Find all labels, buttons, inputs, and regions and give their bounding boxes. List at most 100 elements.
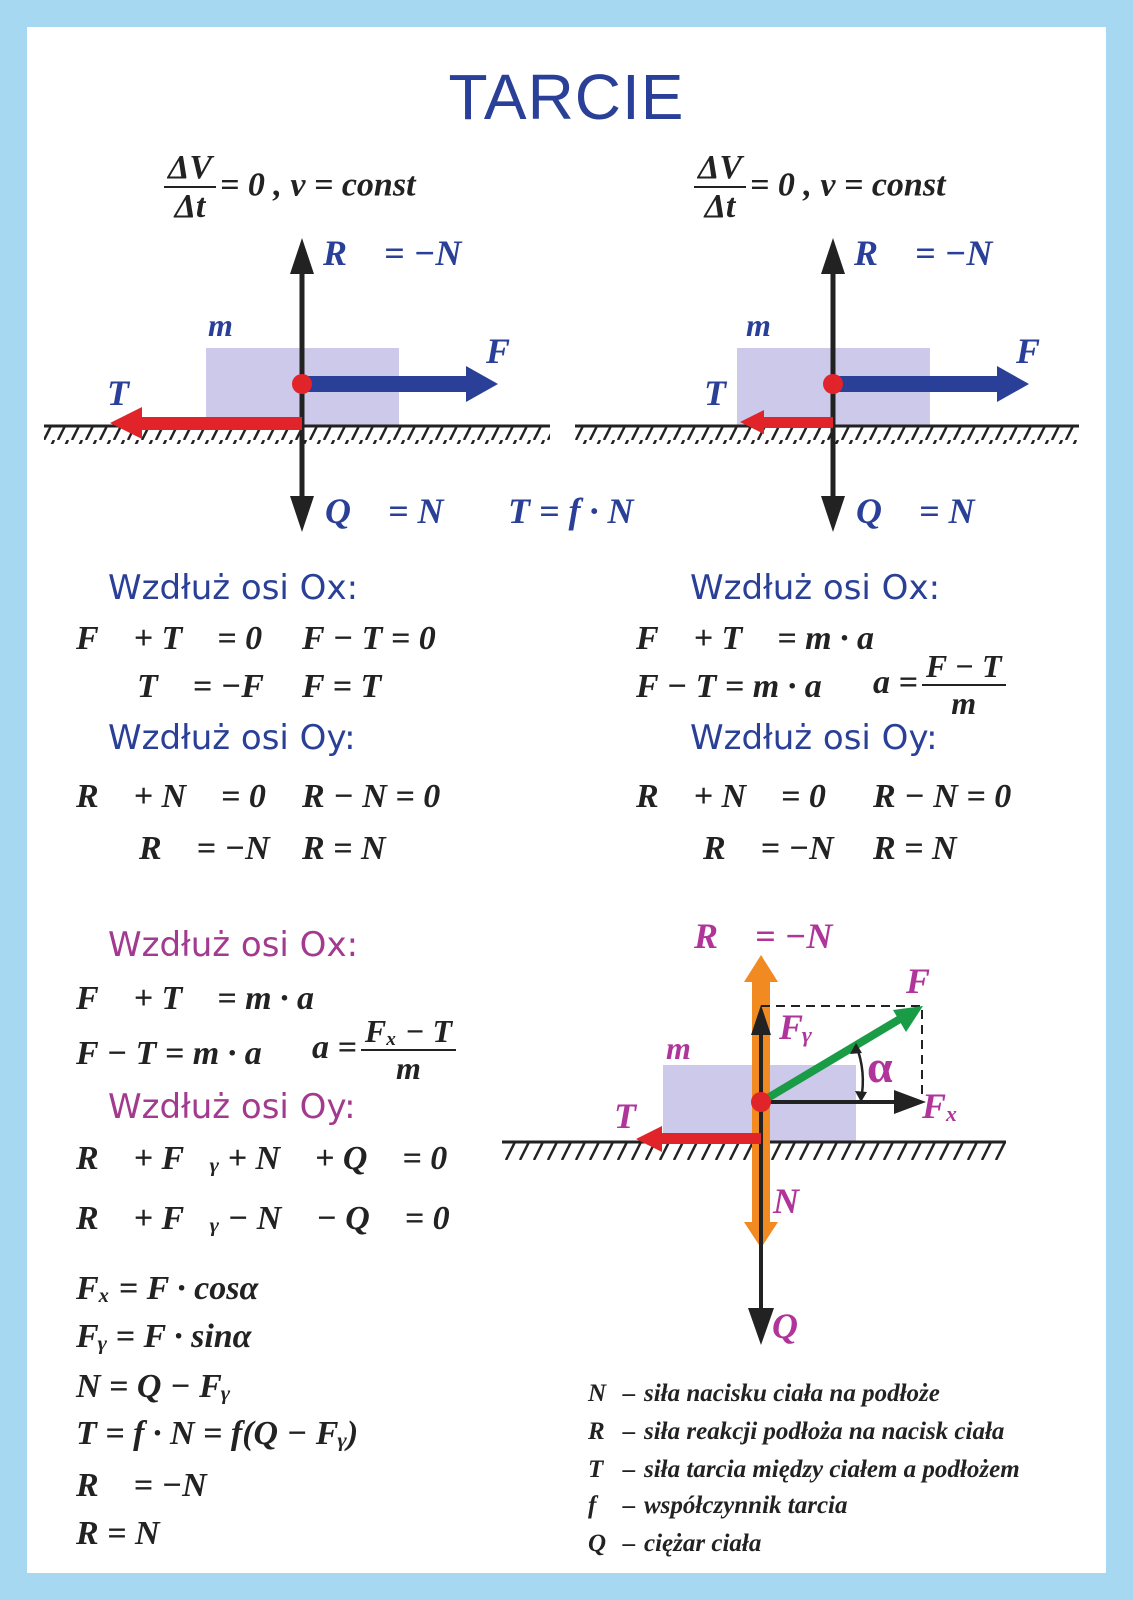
poster-sheet: [27, 27, 1106, 1573]
equation: N = Q − Fᵧ: [76, 1368, 231, 1405]
equation: T⃗ = −F⃗: [137, 668, 291, 705]
center-point: [751, 1092, 771, 1112]
a-numerator: F − T: [921, 649, 1006, 686]
equation: R − N = 0: [873, 778, 1012, 815]
a-equals: a =: [873, 664, 918, 702]
equation: F = T: [302, 668, 382, 705]
page-title: TARCIE: [448, 61, 685, 133]
friction-T-arrow: [660, 1133, 761, 1144]
legend-text: ciężar ciała: [644, 1530, 762, 1557]
equation: R = N: [76, 1515, 160, 1552]
center-point: [823, 374, 843, 394]
legend-symbol: N⃗: [588, 1380, 626, 1407]
label-N: N⃗: [773, 1181, 827, 1221]
label-F: F⃗: [486, 331, 539, 371]
friction-T-head: [636, 1126, 662, 1152]
friction-T-arrow: [138, 417, 302, 430]
legend-text: siła nacisku ciała na podłoże: [644, 1380, 940, 1407]
heading-oy: Wzdłuż osi Oy:: [108, 718, 356, 758]
Fx-head: [894, 1090, 926, 1114]
cond-denominator: Δt: [174, 187, 206, 225]
equation: R⃗ + F⃗ᵧ + N⃗ + Q⃗ = 0: [76, 1140, 448, 1177]
a-denominator: m: [396, 1049, 421, 1086]
friction-T-head: [110, 407, 142, 439]
cond-denominator: Δt: [704, 187, 736, 225]
force-F-head: [997, 366, 1029, 402]
Q-head: [748, 1308, 774, 1345]
diagram-inclined-force: [502, 955, 1006, 1345]
equation: R⃗ + F⃗ᵧ − N⃗ − Q⃗ = 0: [76, 1200, 450, 1237]
heading-ox: Wzdłuż osi Ox:: [108, 925, 359, 965]
cond-rest: = 0 , v = const: [220, 166, 416, 204]
heading-oy: Wzdłuż osi Oy:: [108, 1087, 356, 1127]
label-Q: Q⃗: [772, 1306, 826, 1346]
equation: Fᵧ = F · sinα: [76, 1318, 252, 1355]
label-F: F⃗: [906, 961, 959, 1001]
heading-ox: Wzdłuż osi Ox:: [690, 568, 941, 608]
a-numerator: Fₓ − T: [360, 1014, 457, 1051]
Fy-head: [751, 1005, 771, 1035]
force-F-arrow: [758, 1012, 908, 1106]
force-F-arrow: [302, 376, 470, 392]
alpha-arc-head1: [850, 1043, 862, 1054]
reaction-head: [744, 955, 778, 982]
equation: R⃗ + N⃗ = 0: [76, 778, 266, 815]
equation: R⃗ = −N⃗: [703, 830, 861, 867]
equation: F − T = m · a: [76, 1035, 262, 1072]
cond-numerator: ΔV: [694, 150, 746, 188]
heading-oy: Wzdłuż osi Oy:: [690, 718, 938, 758]
equation: Fₓ = F · cosα: [76, 1270, 259, 1307]
legend-text: współczynnik tarcia: [644, 1492, 848, 1519]
arrow-down-head: [821, 496, 845, 532]
label-T: T⃗: [704, 373, 754, 413]
diagram-constant-velocity-right: [575, 238, 1079, 532]
force-F-head: [893, 1006, 923, 1032]
ground-hatching: [44, 426, 550, 444]
cond-numerator: ΔV: [164, 150, 216, 188]
ground-hatching: [575, 426, 1079, 444]
equation: R − N = 0: [302, 778, 441, 815]
label-R: R⃗ = −N⃗: [323, 233, 490, 273]
label-Q: Q⃗ = N⃗: [325, 491, 472, 531]
arrow-down-head: [290, 496, 314, 532]
label-Q: Q⃗ = N⃗: [856, 491, 1003, 531]
equation: R = N: [873, 830, 957, 867]
a-equals: a =: [312, 1029, 357, 1067]
label-m: m: [666, 1030, 691, 1066]
legend-symbol: Q⃗: [588, 1530, 626, 1557]
friction-formula: T = f · N: [508, 491, 634, 531]
arrow-up-head: [290, 238, 314, 274]
legend-symbol: R⃗: [588, 1418, 625, 1445]
legend-item: N⃗–siła nacisku ciała na podłoże: [588, 1380, 940, 1407]
force-F-head: [466, 366, 498, 402]
legend-item: T⃗–siła tarcia między ciałem a podłożem: [588, 1456, 1020, 1483]
legend-text: siła reakcji podłoża na nacisk ciała: [644, 1418, 1005, 1445]
arrow-up-head: [821, 238, 845, 274]
label-Fy: Fᵧ: [779, 1007, 812, 1047]
cond-rest: = 0 , v = const: [750, 166, 946, 204]
legend-text: siła tarcia między ciałem a podłożem: [644, 1456, 1020, 1483]
equation: F⃗ + T⃗ = m · a⃗: [636, 620, 901, 657]
friction-T-head: [740, 410, 764, 434]
equation: F⃗ + T⃗ = 0: [76, 620, 263, 657]
legend-item: f–współczynnik tarcia: [588, 1492, 848, 1519]
label-m: m: [746, 307, 771, 343]
a-denominator: m: [951, 684, 977, 721]
alpha-arc-head2: [855, 1091, 867, 1102]
label-F: F⃗: [1016, 331, 1069, 371]
equation: R⃗ = −N⃗: [139, 830, 297, 867]
equation: F − T = 0: [302, 620, 436, 657]
legend-item: R⃗–siła reakcji podłoża na nacisk ciała: [588, 1418, 1005, 1445]
equation: F − T = m · a: [636, 668, 822, 705]
legend-symbol: T⃗: [588, 1456, 623, 1483]
friction-T-arrow: [760, 417, 833, 428]
label-Fx: Fₓ: [922, 1086, 959, 1126]
equation: F⃗ + T⃗ = m · a⃗: [76, 980, 341, 1017]
heading-ox: Wzdłuż osi Ox:: [108, 568, 359, 608]
legend-item: Q⃗–ciężar ciała: [588, 1530, 762, 1557]
label-R: R⃗ = −N⃗: [854, 233, 1021, 273]
